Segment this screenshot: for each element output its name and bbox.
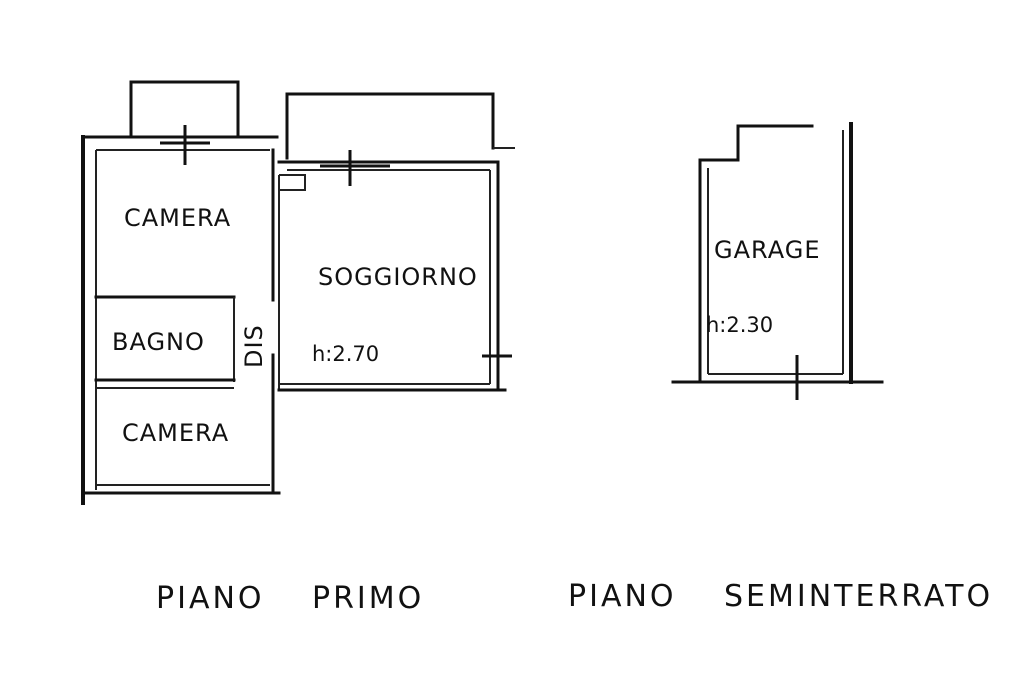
piano-primo-plan: CAMERA BAGNO CAMERA DIS SOGGIORNO h:2.70 — [81, 80, 515, 505]
balcony-left — [129, 80, 240, 137]
floor-label-seminterrato-word2: SEMINTERRATO — [724, 579, 993, 614]
garage-walls — [698, 124, 814, 384]
soggiorno-top-wall — [277, 160, 500, 392]
height-label-garage: h:2.30 — [706, 313, 773, 337]
floor-label-seminterrato-word1: PIANO — [568, 579, 677, 614]
floor-labels: PIANO PRIMO PIANO SEMINTERRATO — [156, 579, 993, 616]
room-label-camera-bottom: CAMERA — [122, 419, 229, 447]
height-label-soggiorno: h:2.70 — [312, 342, 379, 366]
balcony-right — [285, 92, 495, 160]
floor-label-primo-word2: PRIMO — [312, 581, 424, 616]
room-label-bagno: BAGNO — [112, 328, 205, 356]
piano-seminterrato-plan: GARAGE h:2.30 — [671, 122, 884, 400]
soggiorno-step — [279, 174, 306, 191]
floor-label-primo-word1: PIANO — [156, 581, 265, 616]
room-label-dis: DIS — [240, 324, 268, 368]
room-label-camera-top: CAMERA — [124, 204, 231, 232]
room-label-garage: GARAGE — [714, 236, 820, 264]
room-label-soggiorno: SOGGIORNO — [318, 263, 478, 291]
